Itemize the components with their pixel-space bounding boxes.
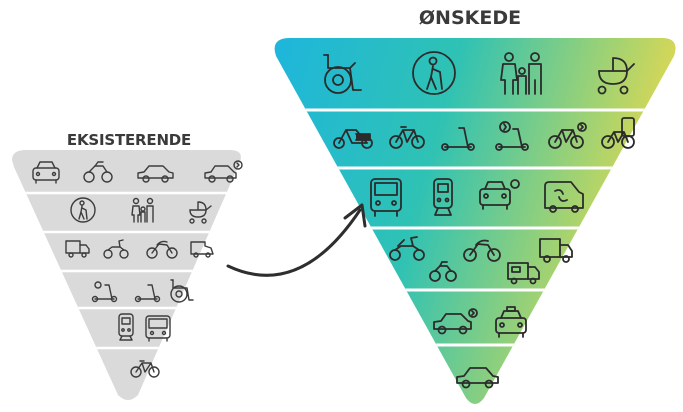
- taxi-icon: [495, 306, 527, 338]
- electric-car-icon: [433, 308, 478, 335]
- delivery-truck-icon: [507, 262, 540, 285]
- kick-scooter-icon: [441, 127, 475, 151]
- shared-car-icon: [479, 179, 520, 210]
- family-icon: [131, 197, 154, 223]
- shared-van-icon: [544, 181, 584, 213]
- baby-stroller-icon: [597, 57, 635, 95]
- cargo-bike-icon: [333, 129, 373, 149]
- family-icon: [500, 52, 542, 95]
- desired-pyramid-fill: [274, 38, 676, 404]
- bicycle-icon: [389, 126, 425, 149]
- motorcycle-icon: [463, 239, 501, 262]
- electric-scooter-icon: [495, 121, 529, 151]
- atv-icon: [83, 161, 113, 183]
- moped-icon: [389, 236, 425, 261]
- moped-icon: [103, 239, 129, 259]
- transition-arrow: [226, 203, 367, 277]
- truck-icon: [539, 238, 573, 263]
- motorcycle-icon: [146, 240, 178, 259]
- train-icon: [118, 313, 134, 341]
- train-icon: [433, 178, 453, 216]
- desired-pyramid: [274, 38, 676, 404]
- electric-bicycle-icon: [548, 122, 587, 149]
- wheelchair-icon: [170, 279, 194, 303]
- car-icon: [137, 165, 174, 183]
- bus-icon: [145, 315, 171, 342]
- baby-stroller-icon: [189, 201, 212, 224]
- electric-car-icon: [204, 160, 243, 183]
- van-icon: [190, 241, 214, 258]
- elderly-walker-icon: [412, 51, 456, 95]
- car-front-icon: [32, 161, 60, 184]
- bus-icon: [370, 178, 402, 217]
- bike-phone-icon: [601, 117, 635, 149]
- car-icon: [456, 367, 499, 389]
- desired-title: ØNSKEDE: [418, 7, 522, 29]
- truck-icon: [65, 240, 90, 258]
- desired-icons: [323, 51, 635, 389]
- existing-title: EKSISTERENDE: [66, 131, 192, 149]
- bicycle-icon: [130, 360, 160, 378]
- elderly-walker-icon: [70, 197, 96, 223]
- wheelchair-icon: [323, 54, 362, 94]
- electric-scooter-icon: [91, 281, 118, 303]
- existing-icons: [32, 160, 243, 378]
- kick-scooter-icon: [134, 284, 161, 303]
- atv-icon: [429, 261, 457, 282]
